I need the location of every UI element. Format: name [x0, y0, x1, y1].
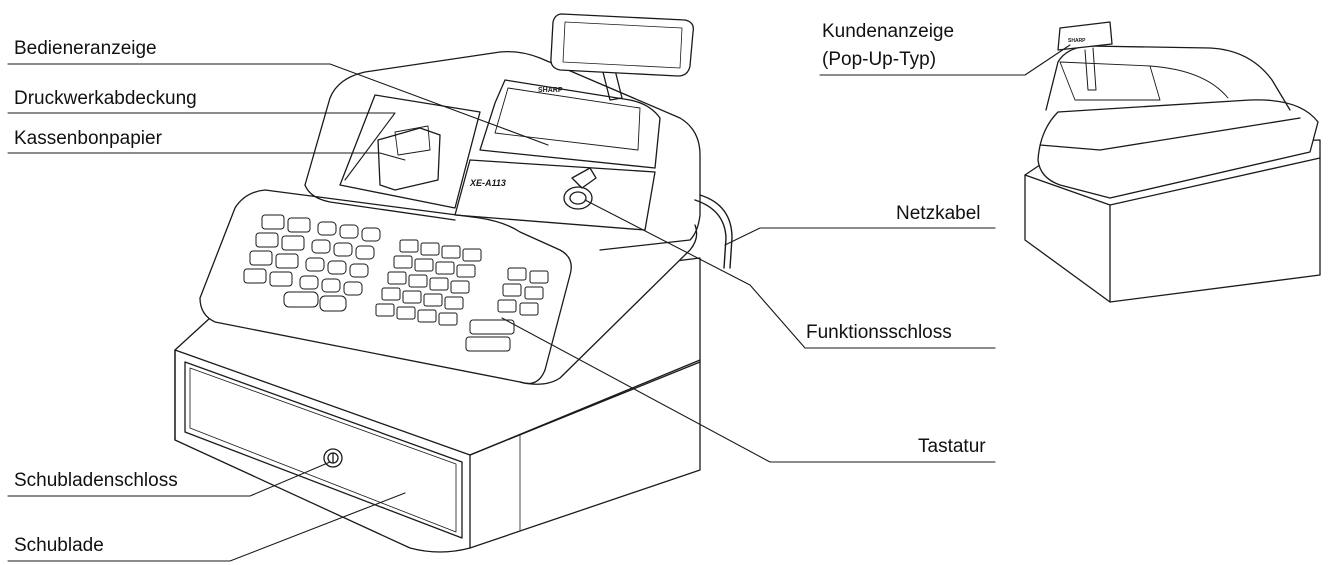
label-keyboard: Tastatur: [918, 436, 986, 457]
svg-text:SHARP: SHARP: [1068, 38, 1086, 44]
label-power-cable: Netzkabel: [896, 203, 981, 224]
register-body-illustration: [199, 13, 733, 385]
label-customer-display-type: (Pop-Up-Typ): [822, 49, 937, 70]
label-receipt-paper: Kassenbonpapier: [14, 128, 162, 149]
label-drawer: Schublade: [14, 535, 104, 556]
popup-register-illustration: SHARP: [1024, 21, 1321, 303]
label-operator-display: Bedieneranzeige: [14, 38, 157, 59]
label-drawer-lock: Schubladenschloss: [14, 470, 178, 491]
model-text: XE-A113: [469, 178, 506, 188]
label-printer-cover: Druckwerkabdeckung: [14, 88, 197, 109]
label-mode-lock: Funktionsschloss: [806, 322, 952, 343]
drawer-lock-illustration: [323, 448, 343, 468]
leader-lines: [7, 44, 1071, 562]
brand-text: SHARP: [538, 87, 563, 94]
keyboard-keys-illustration: [243, 214, 549, 352]
label-customer-display: Kundenanzeige: [822, 21, 955, 42]
